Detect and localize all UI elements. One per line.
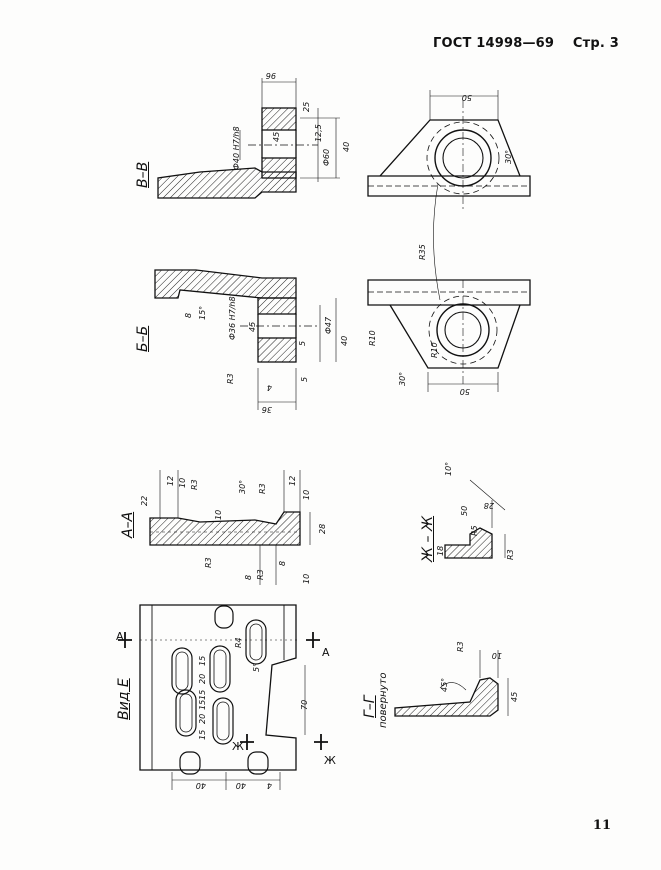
dim-aa-12: 12 (166, 475, 175, 486)
dim-aa-r3a: R3 (190, 479, 199, 490)
section-title-zhzh: Ж – Ж (420, 515, 436, 562)
dim-zh-10deg: 10° (444, 461, 453, 476)
dim-aa-28: 28 (318, 523, 327, 534)
page-header: ГОСТ 14998—69 Стр. 3 (419, 36, 619, 51)
dim-gg-45: 45 (510, 691, 519, 702)
view-title-e: Вид Е (116, 678, 132, 720)
dim-zh-28: 28 (483, 501, 494, 510)
section-bb-drawing (154, 269, 337, 410)
section-aa-drawing (149, 470, 311, 585)
dim-view-15d: 15 (198, 699, 207, 710)
dim-aa-10: 10 (178, 477, 187, 488)
dim-aa-r3c: R3 (204, 557, 213, 568)
dim-bb-d47: Ф47 (324, 316, 333, 334)
dim-zh-18: 18 (436, 545, 445, 556)
dim-view-70: 70 (300, 699, 309, 710)
dim-aa-r3b: R3 (258, 483, 267, 494)
section-title-aa: А–А (120, 511, 136, 538)
cut-marker-zh-left: Ж (232, 740, 244, 753)
dim-aa-10c: 10 (214, 509, 223, 520)
dim-bb-15deg: 15° (198, 305, 207, 320)
cut-marker-a-right: А (322, 646, 330, 659)
dim-vv-d40: Ф40 H7/h8 (232, 126, 241, 170)
dim-top-r10b: R10 (430, 342, 439, 358)
dim-top-30deg-a: 30° (504, 149, 513, 164)
dim-view-5deg: 5° (252, 662, 261, 672)
dim-aa-10b: 10 (302, 489, 311, 500)
dim-vv-d60: Ф60 (322, 148, 331, 166)
section-vv-drawing (157, 78, 340, 199)
dim-bb-r3: R3 (226, 373, 235, 384)
dim-aa-8b: 8 (278, 560, 287, 566)
dim-bb-40: 40 (340, 335, 349, 346)
top-view-upper-drawing (367, 90, 531, 210)
dim-bb-d36: Ф36 H7/h8 (228, 296, 237, 340)
section-title-bb: Б–Б (135, 325, 151, 352)
dim-view-40a: 40 (195, 781, 206, 790)
dim-vv-40: 40 (342, 141, 351, 152)
dim-aa-12b: 12 (288, 475, 297, 486)
dim-top-50a: 50 (461, 93, 472, 102)
section-gg-drawing (394, 650, 509, 717)
cut-marker-zh-right: Ж (324, 754, 336, 767)
view-e-drawing (118, 604, 328, 790)
dim-vv-125: 12,5 (314, 124, 323, 142)
dim-view-15b: 15 (198, 689, 207, 700)
dim-top-r10a: R10 (368, 330, 377, 346)
dim-view-4: 4 (266, 781, 272, 790)
page-number: 11 (592, 818, 611, 833)
dim-gg-45deg: 45° (440, 677, 449, 692)
dim-bb-36: 36 (261, 405, 272, 414)
dim-view-15a: 15 (198, 655, 207, 666)
dim-aa-22: 22 (140, 495, 149, 506)
dim-top-r35: R35 (418, 244, 427, 260)
section-zhzh-drawing (444, 479, 506, 559)
cut-marker-a-left: А (116, 630, 124, 643)
dim-top-30deg-b: 30° (398, 371, 407, 386)
dim-top-50b: 50 (459, 387, 470, 396)
dim-aa-8: 8 (244, 574, 253, 580)
dim-zh-50: 50 (460, 505, 469, 516)
dim-bb-8: 8 (184, 312, 193, 318)
dim-view-40b: 40 (235, 781, 246, 790)
dim-view-20a: 20 (198, 673, 207, 684)
section-title-gg: Г–Г (362, 695, 378, 718)
dim-aa-30deg: 30° (238, 479, 247, 494)
dim-view-r4: R4 (234, 637, 243, 648)
dim-bb-45: 45 (248, 321, 257, 332)
standard-number: ГОСТ 14998—69 (432, 36, 555, 51)
dim-view-15c: 15 (198, 729, 207, 740)
top-view-lower-drawing (367, 183, 531, 392)
dim-bb-5b: 5 (300, 376, 309, 382)
dim-gg-10: 10 (491, 651, 502, 660)
dim-aa-10d: 10 (302, 573, 311, 584)
dim-bb-4: 4 (266, 383, 272, 392)
dim-bb-5: 5 (298, 340, 307, 346)
dim-vv-25: 25 (302, 101, 311, 112)
page-label: Стр. 3 (572, 36, 619, 51)
dim-aa-r3d: R3 (256, 569, 265, 580)
dim-gg-r3: R3 (456, 641, 465, 652)
section-subtitle-gg: повернуто (378, 672, 389, 728)
dim-zh-r3: R3 (506, 549, 515, 560)
dim-vv-96: 96 (265, 71, 276, 80)
dim-zh-r5: R5 (470, 525, 479, 536)
dim-vv-45: 45 (272, 131, 281, 142)
section-title-vv: В–В (135, 161, 151, 188)
dim-view-20b: 20 (198, 713, 207, 724)
